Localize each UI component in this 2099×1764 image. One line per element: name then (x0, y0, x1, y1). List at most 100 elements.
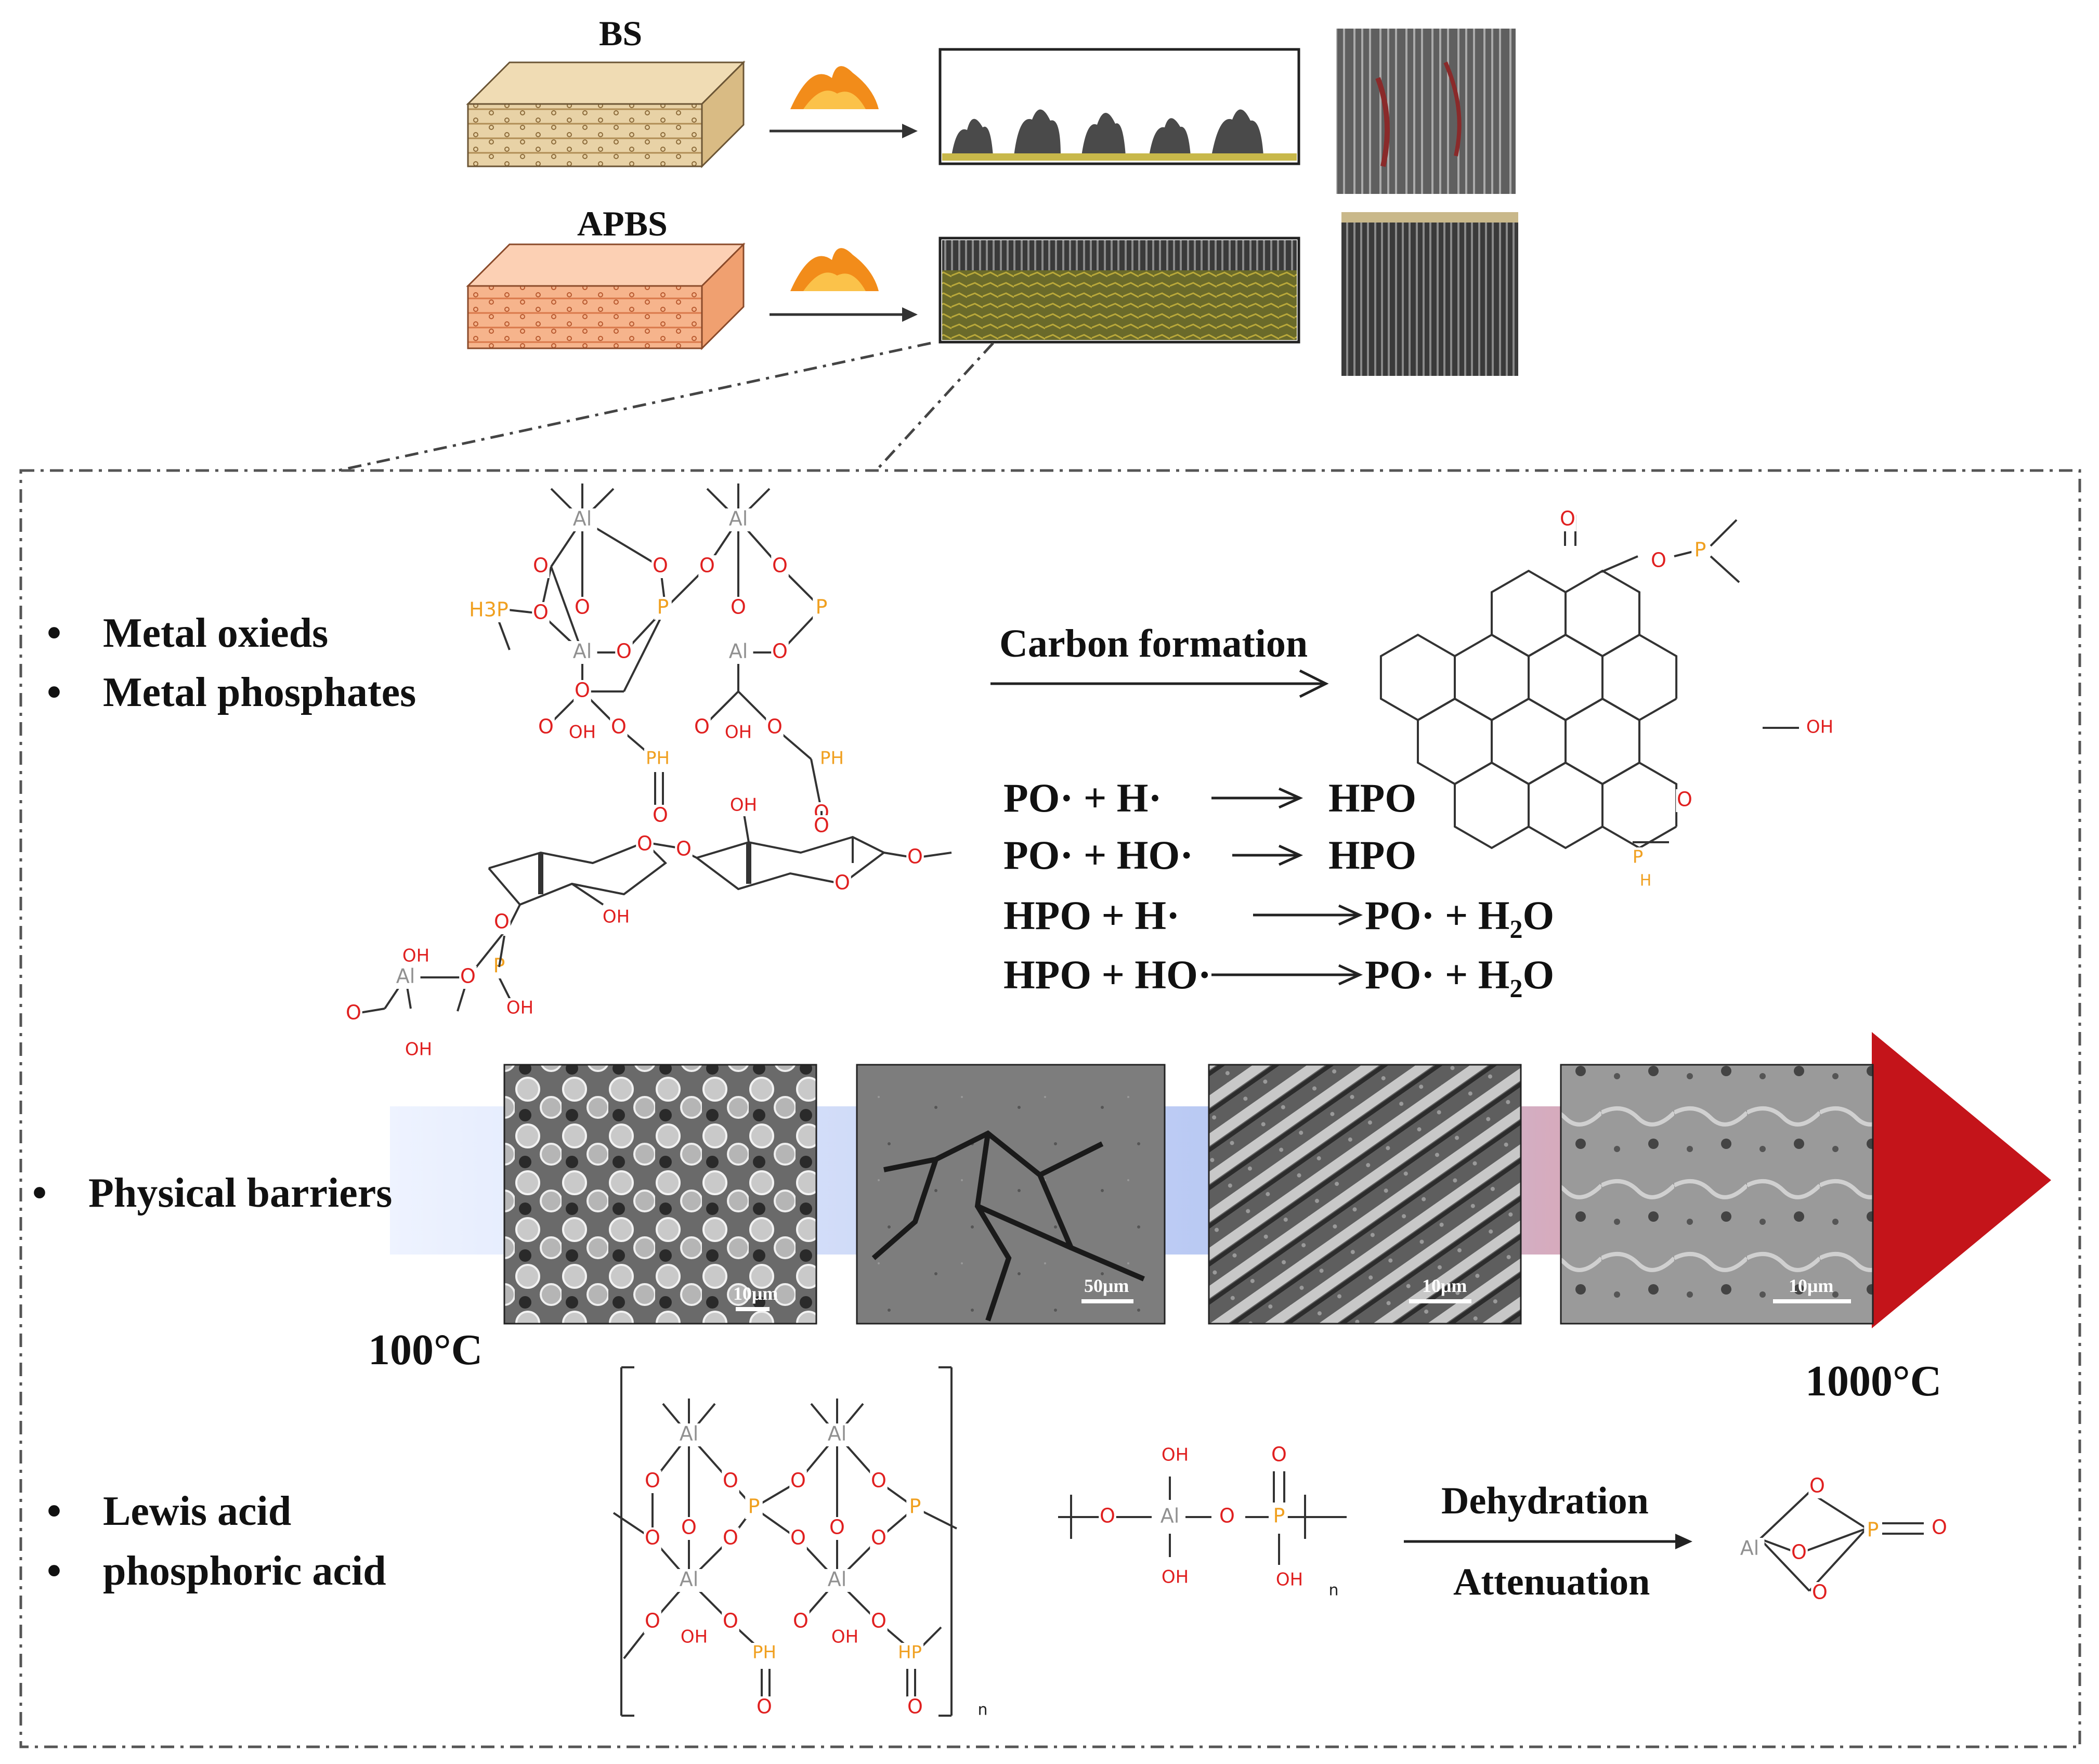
atom-label: O (616, 640, 632, 663)
atom-label: O (835, 871, 850, 894)
atom-label: O (1932, 1516, 1947, 1539)
atom-label: Al (396, 965, 415, 988)
reaction-3-left: HPO + H· (1003, 893, 1180, 938)
temp-end: 1000°C (1805, 1357, 1942, 1405)
atom-label: OH (402, 946, 429, 966)
bullet-text: Lewis acid (103, 1488, 292, 1534)
bond (1491, 697, 1567, 786)
atom-backdrop (636, 833, 654, 856)
atom-label: O (645, 1610, 660, 1632)
reaction-2-right: HPO (1328, 832, 1416, 878)
bond (1798, 1527, 1867, 1554)
atom-label: OH (405, 1039, 432, 1060)
atom-label: P (1633, 847, 1644, 868)
atom-label: Al (729, 507, 748, 530)
atom-label: O (645, 1526, 660, 1549)
atom-label: H3P (469, 598, 509, 621)
atom-label: O (871, 1469, 886, 1492)
atom-label: O (907, 845, 923, 868)
label-attenuation: Attenuation (1453, 1561, 1650, 1603)
bullet-text: Metal oxieds (103, 610, 329, 656)
atom-backdrop (1808, 1475, 1826, 1498)
atom-backdrop (680, 1517, 698, 1540)
scale-bar-2: 50μm (1084, 1275, 1129, 1296)
atom-backdrop (532, 602, 550, 625)
atom-backdrop (459, 966, 477, 989)
bond (623, 608, 667, 692)
atom-backdrop (1790, 1542, 1808, 1565)
apbs-char-photo (1341, 212, 1518, 376)
atom-label: O (1812, 1581, 1828, 1604)
atom-label: OH (1162, 1567, 1189, 1588)
atom-backdrop (1559, 508, 1576, 531)
sem-image-4 (1560, 1064, 1874, 1325)
atom-label: O (907, 1695, 923, 1718)
reaction-3-tail: O (1522, 893, 1555, 938)
atom-label: OH (831, 1627, 858, 1648)
atom-backdrop (610, 716, 628, 739)
atom-backdrop (870, 1470, 888, 1493)
bond (1601, 761, 1678, 850)
atom-backdrop (1270, 1444, 1288, 1467)
atom-label: O (494, 910, 510, 933)
atom-backdrop (644, 749, 672, 769)
atom-backdrop (745, 1496, 763, 1519)
atom-label: OH (1806, 717, 1833, 738)
apbs-char-profile (938, 237, 1300, 344)
bond (1710, 555, 1740, 583)
atom-backdrop (723, 641, 753, 664)
atom-label: O (790, 1526, 806, 1549)
atom-backdrop (906, 1696, 924, 1719)
bond (1491, 569, 1567, 658)
atom-label: P (748, 1495, 760, 1518)
atom-label: Al (680, 1568, 699, 1591)
bullet-metal-oxides: • Metal oxieds (47, 610, 329, 656)
atom-label: O (533, 554, 549, 577)
atom-label: O (790, 1469, 806, 1492)
atom-backdrop (1270, 1506, 1288, 1528)
atom-backdrop (567, 641, 597, 664)
atom-backdrop (792, 1611, 810, 1634)
atom-label: O (681, 1516, 697, 1539)
atom-label: O (575, 596, 590, 619)
atom-backdrop (722, 1611, 739, 1634)
atom-backdrop (1811, 1582, 1829, 1605)
atom-backdrop (828, 1517, 846, 1540)
atom-label: O (533, 601, 549, 624)
atom-label: O (460, 965, 476, 988)
atom-label: O (1560, 507, 1575, 530)
label-bs: BS (599, 14, 643, 53)
atom-backdrop (818, 749, 846, 769)
atom-label: O (346, 1001, 361, 1024)
bond (696, 835, 886, 891)
atom-backdrop (506, 998, 534, 1019)
atom-backdrop (532, 555, 550, 578)
atom-backdrop (906, 1496, 924, 1519)
atom-label: O (723, 1610, 738, 1632)
atom-backdrop (1806, 717, 1834, 738)
bond (1454, 761, 1530, 850)
atom-backdrop (693, 716, 711, 739)
temp-start: 100°C (368, 1326, 483, 1374)
atom-label: Al (680, 1422, 699, 1445)
atom-backdrop (345, 1002, 362, 1025)
atom-label: O (1677, 788, 1692, 811)
atom-label: O (637, 832, 653, 855)
bullet-physical-barriers: • Physical barriers (32, 1170, 393, 1216)
atom-label: O (767, 715, 783, 738)
bond (1454, 633, 1530, 722)
atom-backdrop (750, 1643, 778, 1664)
bs-block (466, 60, 746, 168)
atom-backdrop (975, 1701, 990, 1720)
atom-label: OH (725, 722, 752, 743)
atom-backdrop (755, 1696, 773, 1719)
atom-label: O (1651, 549, 1666, 572)
atom-label: n (977, 1701, 987, 1719)
atom-backdrop (833, 872, 851, 895)
atom-backdrop (573, 680, 591, 703)
bond (1601, 555, 1638, 573)
atom-backdrop (813, 597, 830, 620)
bond (488, 841, 668, 906)
atom-label: O (699, 554, 715, 577)
